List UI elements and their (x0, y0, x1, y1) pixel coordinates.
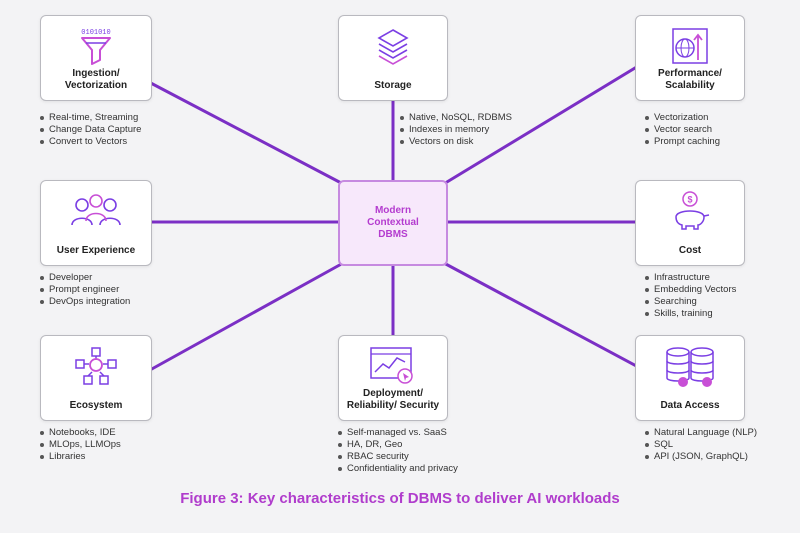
layered-hexagon-icon (377, 29, 409, 65)
globe-scale-icon (672, 28, 708, 64)
list-item: DevOps integration (38, 296, 130, 308)
connector-performance (440, 63, 642, 187)
bullets-deployment: Self-managed vs. SaaS HA, DR, Geo RBAC s… (336, 427, 458, 475)
node-title: Performance/ Scalability (658, 68, 722, 91)
svg-text:0101010: 0101010 (81, 29, 110, 37)
node-data-access: Data Access (635, 335, 745, 421)
node-title: Cost (678, 245, 702, 256)
connector-ingestion (143, 78, 347, 187)
list-item: Real-time, Streaming (38, 112, 141, 124)
node-title: User Experience (56, 245, 136, 256)
list-item: Prompt engineer (38, 284, 130, 296)
list-item: Embedding Vectors (643, 284, 736, 296)
node-ecosystem: Ecosystem (40, 335, 152, 421)
bullets-data-access: Natural Language (NLP) SQL API (JSON, Gr… (643, 427, 757, 463)
list-item: SQL (643, 439, 757, 451)
list-item: Self-managed vs. SaaS (336, 427, 458, 439)
list-item: Native, NoSQL, RDBMS (398, 112, 512, 124)
node-title: Ingestion/ Vectorization (64, 68, 128, 91)
list-item: Natural Language (NLP) (643, 427, 757, 439)
chart-cursor-icon (370, 347, 413, 384)
funnel-binary-icon: 0101010 (81, 29, 111, 65)
node-title: Data Access (660, 400, 720, 411)
figure-caption: Figure 3: Key characteristics of DBMS to… (180, 490, 620, 507)
users-group-icon (71, 194, 121, 226)
node-title: Deployment/ Reliability/ Security (346, 388, 440, 411)
node-title: Ecosystem (69, 400, 123, 411)
node-deployment: Deployment/ Reliability/ Security (338, 335, 448, 421)
list-item: Notebooks, IDE (38, 427, 121, 439)
list-item: Prompt caching (643, 136, 720, 148)
list-item: Vector search (643, 124, 720, 136)
bullets-cost: Infrastructure Embedding Vectors Searchi… (643, 272, 736, 320)
bullets-performance: Vectorization Vector search Prompt cachi… (643, 112, 720, 148)
bullets-ecosystem: Notebooks, IDE MLOps, LLMOps Libraries (38, 427, 121, 463)
node-ingestion: 0101010 Ingestion/ Vectorization (40, 15, 152, 101)
list-item: Confidentiality and privacy (336, 463, 458, 475)
svg-text:$: $ (687, 195, 692, 205)
piggy-bank-dollar-icon: $ (675, 191, 710, 230)
node-cost: $ Cost (635, 180, 745, 266)
node-title: Storage (374, 80, 412, 91)
list-item: Vectors on disk (398, 136, 512, 148)
list-item: Infrastructure (643, 272, 736, 284)
connector-ecosystem (148, 260, 347, 372)
list-item: API (JSON, GraphQL) (643, 451, 757, 463)
node-performance: Performance/ Scalability (635, 15, 745, 101)
database-stack-icon (666, 347, 714, 387)
bullets-user-experience: Developer Prompt engineer DevOps integra… (38, 272, 130, 308)
node-user-experience: User Experience (40, 180, 152, 266)
list-item: Indexes in memory (398, 124, 512, 136)
bullets-storage: Native, NoSQL, RDBMS Indexes in memory V… (398, 112, 512, 148)
list-item: Skills, training (643, 308, 736, 320)
node-storage: Storage (338, 15, 448, 101)
connector-data-access (440, 260, 642, 370)
list-item: Developer (38, 272, 130, 284)
list-item: Libraries (38, 451, 121, 463)
list-item: MLOps, LLMOps (38, 439, 121, 451)
list-item: Change Data Capture (38, 124, 141, 136)
center-node: Modern Contextual DBMS (338, 180, 448, 266)
list-item: Convert to Vectors (38, 136, 141, 148)
network-nodes-icon (75, 347, 117, 385)
list-item: Vectorization (643, 112, 720, 124)
list-item: Searching (643, 296, 736, 308)
list-item: RBAC security (336, 451, 458, 463)
list-item: HA, DR, Geo (336, 439, 458, 451)
bullets-ingestion: Real-time, Streaming Change Data Capture… (38, 112, 141, 148)
